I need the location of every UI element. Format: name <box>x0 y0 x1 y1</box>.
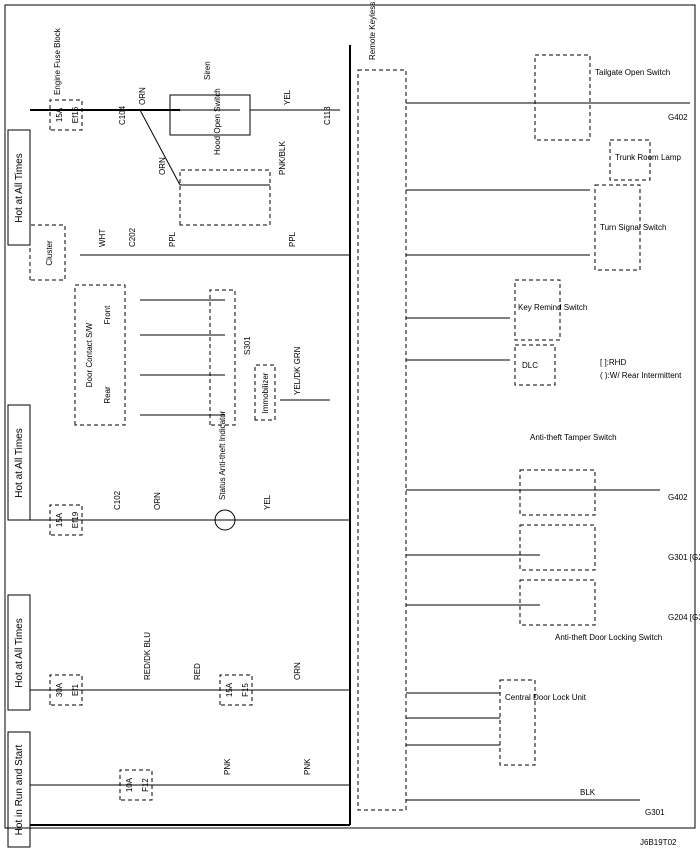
door-contact-label: Door Contact S/W <box>85 322 94 387</box>
dlc-label: DLC <box>522 361 538 370</box>
conn-c202-cluster: C202 <box>128 227 137 247</box>
wire-pnk-1: PNK <box>223 758 232 775</box>
door-contact-box <box>74 284 126 426</box>
ground-g204: G204 [G301] <box>668 613 700 622</box>
ground-g301-a: G301 [G204] <box>668 553 700 562</box>
ground-g402-b: G402 <box>668 493 688 502</box>
tailgate-switch-box <box>534 54 591 141</box>
power-box-hot-at-all-times-2 <box>7 404 31 521</box>
fuse-f15-box <box>219 674 253 706</box>
immobilizer-box <box>254 364 276 421</box>
turn-signal-label: Turn Signal Switch <box>600 223 666 232</box>
tamper-switch-box <box>519 469 596 516</box>
conn-c104: C104 <box>118 105 127 125</box>
wire-ppl-2: PPL <box>288 231 297 247</box>
lock-switch-box-1 <box>519 524 596 571</box>
conn-c102: C102 <box>113 490 122 510</box>
fuse-ef16-rating: 15A <box>55 107 64 122</box>
siren-label: Siren <box>203 61 212 80</box>
door-front-label: Front <box>103 305 112 324</box>
wire-blk-bottom: BLK <box>580 788 596 797</box>
power-label-run-start: Hot in Run and Start <box>14 744 25 835</box>
power-box-hot-at-all-times-1 <box>7 129 31 246</box>
fuse-block-label-1: Engine Fuse Block <box>53 27 62 95</box>
wire-yel-2: YEL <box>263 494 272 510</box>
wire-wht: WHT <box>98 229 107 247</box>
key-remind-label: Key Remind Switch <box>518 303 587 312</box>
cluster-box <box>29 224 66 281</box>
fuse-f15-rating: 15A <box>225 682 234 697</box>
tamper-label: Anti-theft Tamper Switch <box>530 433 617 442</box>
hood-switch-label: Hood Open Switch <box>213 88 222 155</box>
power-label-3: Hot at All Times <box>14 618 25 687</box>
wire-orn-4: ORN <box>293 662 302 680</box>
ground-g402-a: G402 <box>668 113 688 122</box>
power-box-hot-run-start <box>7 731 31 848</box>
lock-switch-box-2 <box>519 579 596 626</box>
wire-yel-1: YEL <box>283 89 292 105</box>
power-label-2: Hot at All Times <box>14 428 25 497</box>
hood-switch-box <box>179 169 271 226</box>
wire-orn-3: ORN <box>153 492 162 510</box>
wire-orn-1: ORN <box>138 87 147 105</box>
wire-reddkblu: RED/DK BLU <box>143 632 152 680</box>
figure-id: J6B19T02 <box>640 838 677 847</box>
conn-c113: C113 <box>323 106 332 125</box>
power-box-hot-at-all-times-3 <box>7 594 31 711</box>
status-indicator-label: Status Anti-theft Indicator <box>218 410 227 500</box>
door-rear-label: Rear <box>103 386 112 404</box>
fuse-ef16-box <box>49 99 83 131</box>
trunk-lamp-box <box>609 139 651 181</box>
rke-module-label: Remote Keyless Entry Control Module/ Rec… <box>368 0 377 60</box>
trunk-lamp-label: Trunk Room Lamp <box>615 153 682 162</box>
fuse-f15-name: F15 <box>241 683 250 697</box>
wire-pnkblk-1: PNK/BLK <box>278 141 287 175</box>
status-indicator-led <box>214 509 236 531</box>
wire-ppl-1: PPL <box>168 231 177 247</box>
wire-orn-2: ORN <box>158 157 167 175</box>
fuse-ef16-name: Ef16 <box>71 106 80 123</box>
s301-box <box>209 289 236 426</box>
turn-signal-box <box>594 184 641 271</box>
wire-pnk-2: PNK <box>303 758 312 775</box>
legend-rear-int: ( ):W/ Rear Intermittent <box>600 371 682 380</box>
rke-module-box <box>357 69 407 811</box>
legend-rhd: [ ]:RHD <box>600 358 626 367</box>
power-label-1: Hot at All Times <box>14 153 25 222</box>
siren-box <box>169 94 251 136</box>
dlc-box <box>514 344 556 386</box>
key-remind-box <box>514 279 561 341</box>
wire-red: RED <box>193 663 202 680</box>
central-door-lock-box <box>499 679 536 766</box>
door-lock-switch-label: Anti-theft Door Locking Switch <box>555 633 662 642</box>
cluster-label: Cluster <box>45 240 54 266</box>
rotated-schematic: Hot at All Times Hot at All Times Hot at… <box>7 27 351 848</box>
tailgate-label: Tailgate Open Switch <box>595 68 670 77</box>
wire-yeldkgrn-1: YEL/DK GRN <box>293 346 302 395</box>
central-door-lock-label: Central Door Lock Unit <box>505 693 587 702</box>
ground-g301-b: G301 <box>645 808 665 817</box>
immobilizer-label: Immobilizer <box>261 372 270 413</box>
splice-s301: S301 <box>243 336 252 355</box>
diagram-frame <box>4 4 696 829</box>
